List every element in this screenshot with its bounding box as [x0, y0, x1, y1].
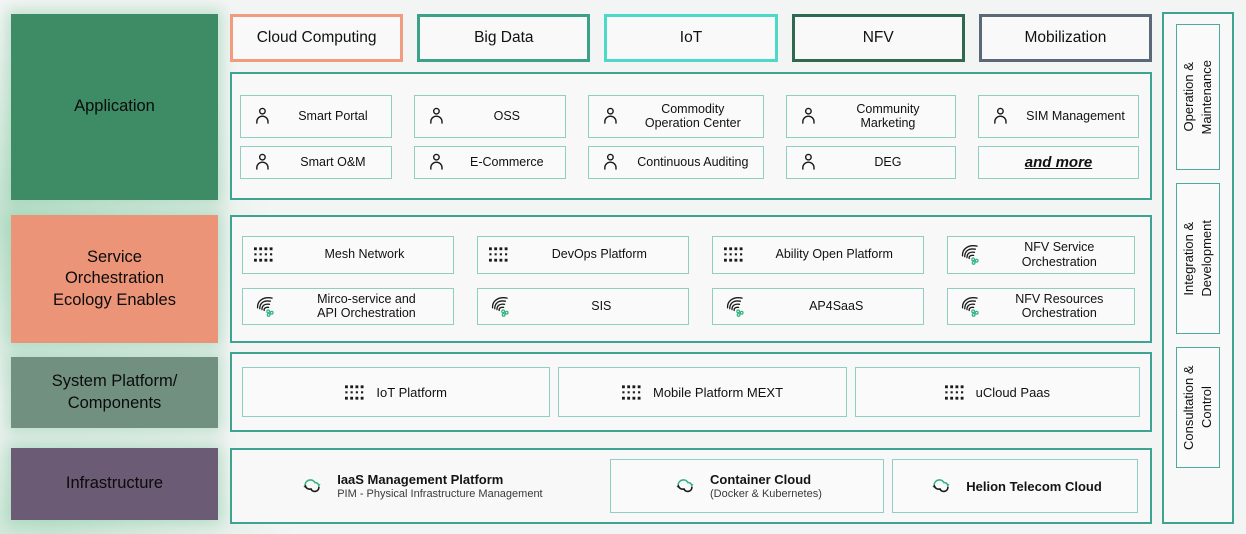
- infra-item-container-cloud: Container Cloud (Docker & Kubernetes): [609, 459, 885, 513]
- infra-item-subtitle: PIM - Physical Infrastructure Management: [337, 488, 543, 500]
- application-section: Smart Portal OSS Commodity Operation Cen…: [230, 72, 1152, 200]
- side-item-consultation-control: Consultation & Control: [1176, 347, 1220, 468]
- orchestration-icon: [724, 295, 747, 318]
- user-icon: [252, 152, 272, 172]
- system-platform-section: IoT Platform Mobile Platform MEXT uCloud…: [230, 352, 1152, 432]
- sys-item-label: Mobile Platform MEXT: [653, 384, 784, 400]
- sys-item-mobile-platform-mext: Mobile Platform MEXT: [558, 367, 847, 417]
- app-item-commodity-operation-center: Commodity Operation Center: [587, 95, 764, 138]
- grid-icon: [622, 384, 641, 400]
- svc-item-label: NFV Service Orchestration: [1021, 240, 1097, 269]
- svc-item-ap4saas: AP4SaaS: [711, 287, 924, 325]
- infra-item-helion-telecom-cloud: Helion Telecom Cloud: [892, 459, 1138, 513]
- infra-item-title: IaaS Management Platform: [337, 472, 504, 487]
- svc-item-label: Ability Open Platform: [775, 247, 893, 262]
- infra-item-title: Container Cloud: [710, 472, 812, 487]
- app-item-label: and more: [1024, 153, 1093, 171]
- tab-big-data: Big Data: [417, 14, 591, 62]
- app-item-label: E-Commerce: [469, 155, 544, 169]
- tab-mobilization: Mobilization: [978, 14, 1153, 62]
- domain-tabs: Cloud Computing Big Data IoT NFV Mobiliz…: [230, 14, 1153, 62]
- user-icon: [426, 106, 446, 126]
- service-orchestration-section: Mesh Network DevOps Platform Ability Ope…: [230, 215, 1152, 343]
- app-item-smart-oandm: Smart O&M: [240, 145, 392, 179]
- app-item-sim-management: SIM Management: [978, 95, 1139, 138]
- user-icon: [990, 106, 1010, 126]
- svc-item-label: Mesh Network: [324, 247, 405, 262]
- orchestration-icon: [489, 295, 512, 318]
- sys-item-label: IoT Platform: [376, 384, 447, 400]
- user-icon: [252, 106, 272, 126]
- app-item-oss: OSS: [413, 95, 566, 138]
- orchestration-icon: [959, 243, 982, 266]
- infra-item-text: IaaS Management Platform PIM - Physical …: [337, 472, 542, 500]
- side-item-operation-maintenance: Operation & Maintenance: [1176, 24, 1220, 170]
- svc-item-label: NFV Resources Orchestration: [1015, 291, 1104, 321]
- sys-item-label: uCloud Paas: [975, 384, 1051, 400]
- app-item-community-marketing: Community Marketing: [785, 95, 956, 138]
- infrastructure-section: IaaS Management Platform PIM - Physical …: [230, 448, 1152, 524]
- svc-item-label: Mirco-service and API Orchestration: [317, 291, 416, 321]
- svc-item-microservice-api-orchestration: Mirco-service and API Orchestration: [242, 287, 454, 325]
- app-item-label: OSS: [493, 109, 520, 123]
- app-item-label: Commodity Operation Center: [644, 101, 741, 131]
- user-icon: [798, 152, 818, 172]
- svc-item-devops-platform: DevOps Platform: [476, 236, 689, 274]
- svc-item-label: AP4SaaS: [809, 298, 864, 313]
- app-item-label: Smart O&M: [300, 155, 366, 169]
- row-header-application: Application: [11, 14, 218, 200]
- user-icon: [600, 106, 620, 126]
- app-item-and-more: and more: [978, 145, 1139, 179]
- side-item-integration-development: Integration & Development: [1176, 183, 1220, 334]
- app-item-continuous-auditing: Continuous Auditing: [587, 145, 764, 179]
- svc-item-sis: SIS: [476, 287, 689, 325]
- sys-item-ucloud-paas: uCloud Paas: [854, 367, 1140, 417]
- app-item-label: Continuous Auditing: [637, 155, 749, 169]
- side-services-column: Operation & Maintenance Integration & De…: [1162, 12, 1234, 524]
- cloud-sync-icon: [672, 475, 698, 497]
- infra-item-text: Container Cloud (Docker & Kubernetes): [710, 472, 822, 500]
- user-icon: [426, 152, 446, 172]
- app-item-e-commerce: E-Commerce: [413, 145, 566, 179]
- app-item-label: SIM Management: [1026, 109, 1125, 123]
- infra-item-iaas-management-platform: IaaS Management Platform PIM - Physical …: [240, 459, 602, 513]
- grid-icon: [345, 384, 364, 400]
- infra-item-title: Helion Telecom Cloud: [966, 478, 1102, 494]
- side-item-label: Consultation & Control: [1180, 365, 1214, 450]
- row-header-system-platform: System Platform/ Components: [11, 357, 218, 428]
- svc-item-mesh-network: Mesh Network: [242, 236, 454, 274]
- svc-item-nfv-service-orchestration: NFV Service Orchestration: [946, 236, 1135, 274]
- app-item-smart-portal: Smart Portal: [240, 95, 392, 138]
- svc-item-nfv-resources-orchestration: NFV Resources Orchestration: [946, 287, 1135, 325]
- infra-item-subtitle: (Docker & Kubernetes): [710, 488, 822, 500]
- svc-item-label: DevOps Platform: [551, 247, 647, 262]
- cloud-sync-icon: [928, 475, 954, 497]
- user-icon: [600, 152, 620, 172]
- grid-icon: [944, 384, 964, 400]
- svc-item-label: SIS: [591, 298, 612, 313]
- side-item-label: Integration & Development: [1180, 220, 1214, 297]
- svc-item-ability-open-platform: Ability Open Platform: [711, 236, 924, 274]
- grid-icon: [254, 247, 273, 262]
- row-header-infrastructure: Infrastructure: [11, 448, 218, 520]
- tab-nfv: NFV: [791, 14, 965, 62]
- infra-item-text: Helion Telecom Cloud: [966, 479, 1102, 494]
- app-item-deg: DEG: [785, 145, 956, 179]
- grid-icon: [488, 247, 508, 262]
- orchestration-icon: [254, 295, 277, 318]
- cloud-sync-icon: [299, 475, 325, 497]
- user-icon: [798, 106, 818, 126]
- row-header-service-orchestration: Service Orchestration Ecology Enables: [11, 215, 218, 343]
- tab-iot: IoT: [604, 14, 778, 62]
- tab-cloud-computing: Cloud Computing: [230, 14, 404, 62]
- app-item-label: DEG: [874, 155, 902, 169]
- orchestration-icon: [959, 295, 982, 318]
- app-item-label: Smart Portal: [298, 109, 368, 123]
- grid-icon: [723, 247, 743, 262]
- sys-item-iot-platform: IoT Platform: [242, 367, 551, 417]
- side-item-label: Operation & Maintenance: [1180, 59, 1214, 135]
- app-item-label: Community Marketing: [856, 101, 920, 131]
